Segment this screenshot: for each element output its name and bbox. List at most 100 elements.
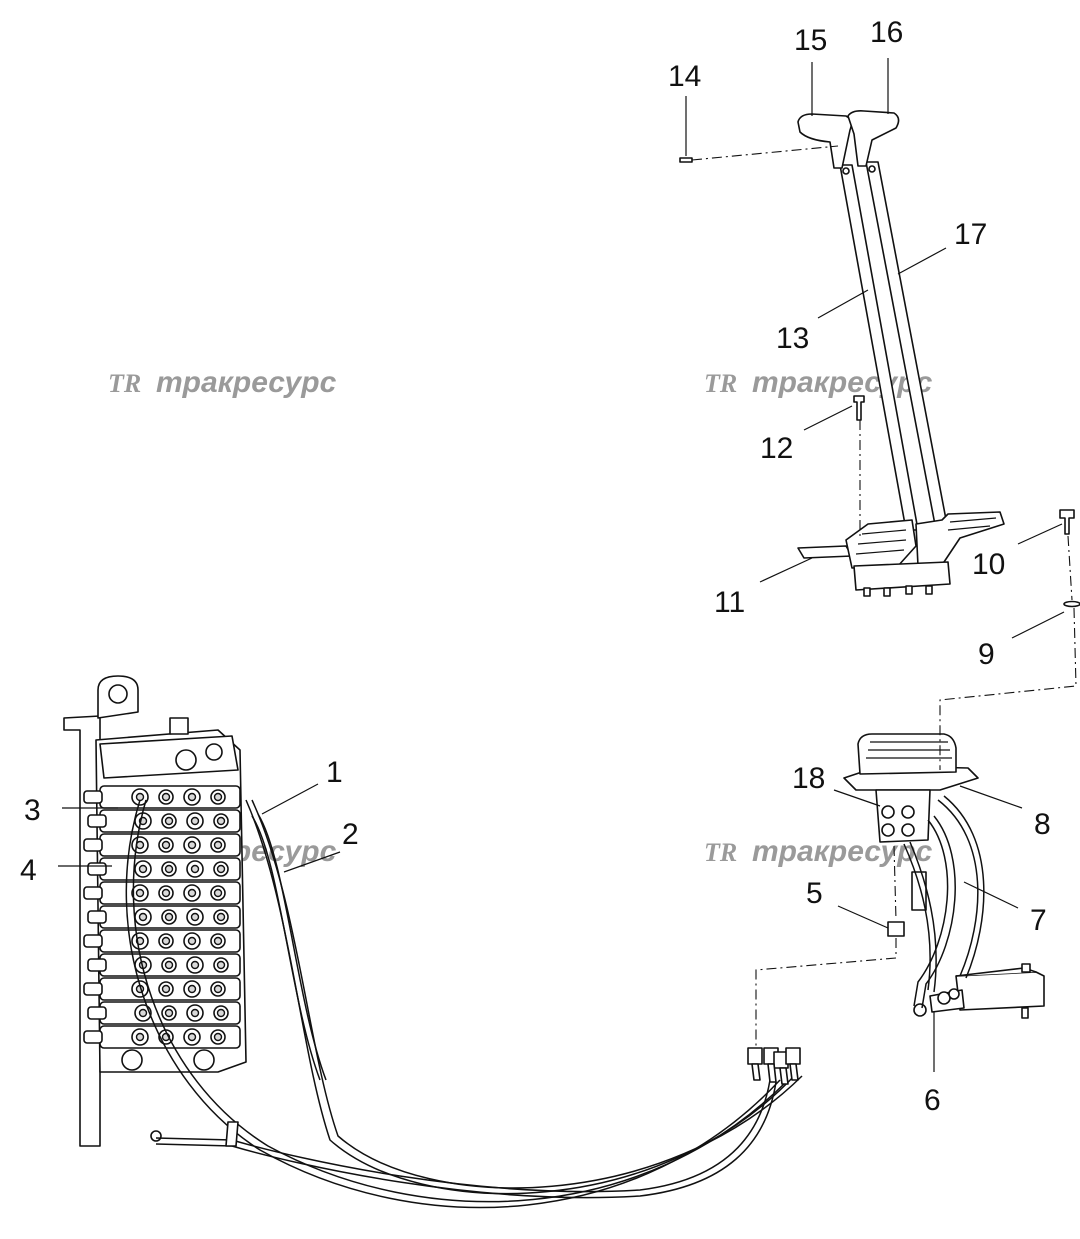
- valve-port-bore: [164, 1008, 174, 1018]
- valve-port-bore: [135, 1032, 145, 1042]
- inlet-port: [175, 749, 197, 771]
- switch-block-6: [913, 963, 1045, 1019]
- valve-port-bore: [161, 840, 171, 850]
- handle-pin: [868, 165, 876, 173]
- watermark-logo: TR: [704, 838, 737, 867]
- pedal-ribs: [855, 517, 997, 555]
- valve-port-bore: [216, 816, 226, 826]
- valve-port-bore: [161, 984, 171, 994]
- valve-top: [857, 733, 957, 775]
- hose-end-nut: [789, 1063, 799, 1081]
- valve-port-bore: [138, 864, 148, 874]
- valve-port-bore: [161, 888, 171, 898]
- bottom-port: [121, 1049, 143, 1071]
- pin-12: [853, 395, 865, 421]
- valve-port: [881, 805, 895, 819]
- hose-end-nut: [767, 1063, 777, 1083]
- inlet-block: [99, 735, 239, 779]
- valve-port-bore: [187, 888, 197, 898]
- valve-port: [901, 823, 915, 837]
- callout-16: 16: [870, 16, 903, 49]
- spool-end: [87, 910, 107, 924]
- pedal-pad-left: [845, 519, 917, 569]
- callout-15: 15: [794, 24, 827, 57]
- callout-14: 14: [668, 60, 701, 93]
- fitting-5: [887, 921, 905, 937]
- valve-port-bore: [213, 792, 223, 802]
- spool-end: [83, 838, 103, 852]
- watermark-4: TR тракресурс: [704, 835, 933, 868]
- spool-end: [83, 790, 103, 804]
- leader-lines: [58, 58, 1065, 1072]
- valve-port-bore: [190, 912, 200, 922]
- valve-port-bore: [190, 1008, 200, 1018]
- switch-port: [937, 991, 951, 1005]
- valve-port-bore: [187, 936, 197, 946]
- callout-7: 7: [1030, 904, 1047, 937]
- spool-end: [87, 958, 107, 972]
- valve-bank: [63, 675, 247, 1147]
- valve-sections: [83, 785, 241, 1049]
- spool-end: [87, 814, 107, 828]
- valve-port-bore: [164, 864, 174, 874]
- valve-port-bore: [190, 864, 200, 874]
- watermark-1: TR тракресурс: [108, 366, 337, 399]
- handle-pin: [842, 167, 850, 175]
- spool-end: [83, 1030, 103, 1044]
- hose-end-nut: [779, 1067, 789, 1085]
- valve-port-bore: [187, 792, 197, 802]
- valve-port-bore: [161, 792, 171, 802]
- hose-clamp: [225, 1121, 239, 1147]
- bolt-10: [1059, 509, 1075, 535]
- mounting-hole: [108, 684, 128, 704]
- valve-port-bore: [187, 1032, 197, 1042]
- valve-port-bore: [216, 864, 226, 874]
- spool-end: [87, 862, 107, 876]
- pedal-assembly: [679, 110, 1080, 608]
- hose-end-nut: [751, 1063, 761, 1081]
- valve-port-bore: [216, 912, 226, 922]
- watermark-brand: тракресурс: [752, 366, 933, 399]
- valve-port-bore: [190, 816, 200, 826]
- valve-port-bore: [213, 1032, 223, 1042]
- watermark-logo: TR: [704, 369, 737, 398]
- washer-9: [1063, 600, 1080, 608]
- inlet-cap: [169, 717, 189, 735]
- switch-box: [955, 971, 1045, 1011]
- watermark-brand: тракресурс: [156, 366, 337, 399]
- screw-14: [679, 157, 693, 163]
- callout-9: 9: [978, 638, 995, 671]
- switch-bolt: [1021, 963, 1031, 973]
- callout-6: 6: [924, 1084, 941, 1117]
- callout-11: 11: [714, 586, 745, 619]
- watermark-logo: TR: [108, 369, 141, 398]
- pedal-handle-16: [847, 110, 900, 167]
- pedal-base-bolts: [863, 585, 933, 597]
- valve-port-bore: [190, 960, 200, 970]
- callout-4: 4: [20, 854, 37, 887]
- valve-port-bore: [164, 816, 174, 826]
- valve-port-bore: [135, 792, 145, 802]
- callout-13: 13: [776, 322, 809, 355]
- valve-port-bore: [213, 984, 223, 994]
- valve-port: [901, 805, 915, 819]
- callout-labels: 1 2 3 4 5 6 7 8 9 10 11 12 13 14 15 16 1…: [20, 16, 1051, 1117]
- switch-port: [948, 988, 960, 1000]
- pedal-plate-left: [797, 545, 853, 559]
- callout-10: 10: [972, 548, 1005, 581]
- valve-port-bore: [138, 1008, 148, 1018]
- valve-port-bore: [216, 1008, 226, 1018]
- callout-5: 5: [806, 877, 823, 910]
- plate-fitting: [150, 1130, 162, 1142]
- callout-17: 17: [954, 218, 987, 251]
- callout-3: 3: [24, 794, 41, 827]
- valve-port-bore: [135, 888, 145, 898]
- callout-18: 18: [792, 762, 825, 795]
- callout-1: 1: [326, 756, 343, 789]
- valve-port-bore: [213, 888, 223, 898]
- switch-bolt: [1021, 1007, 1029, 1019]
- callout-2: 2: [342, 818, 359, 851]
- pedal-handle-15: [797, 113, 853, 169]
- control-valve-8: [843, 733, 979, 937]
